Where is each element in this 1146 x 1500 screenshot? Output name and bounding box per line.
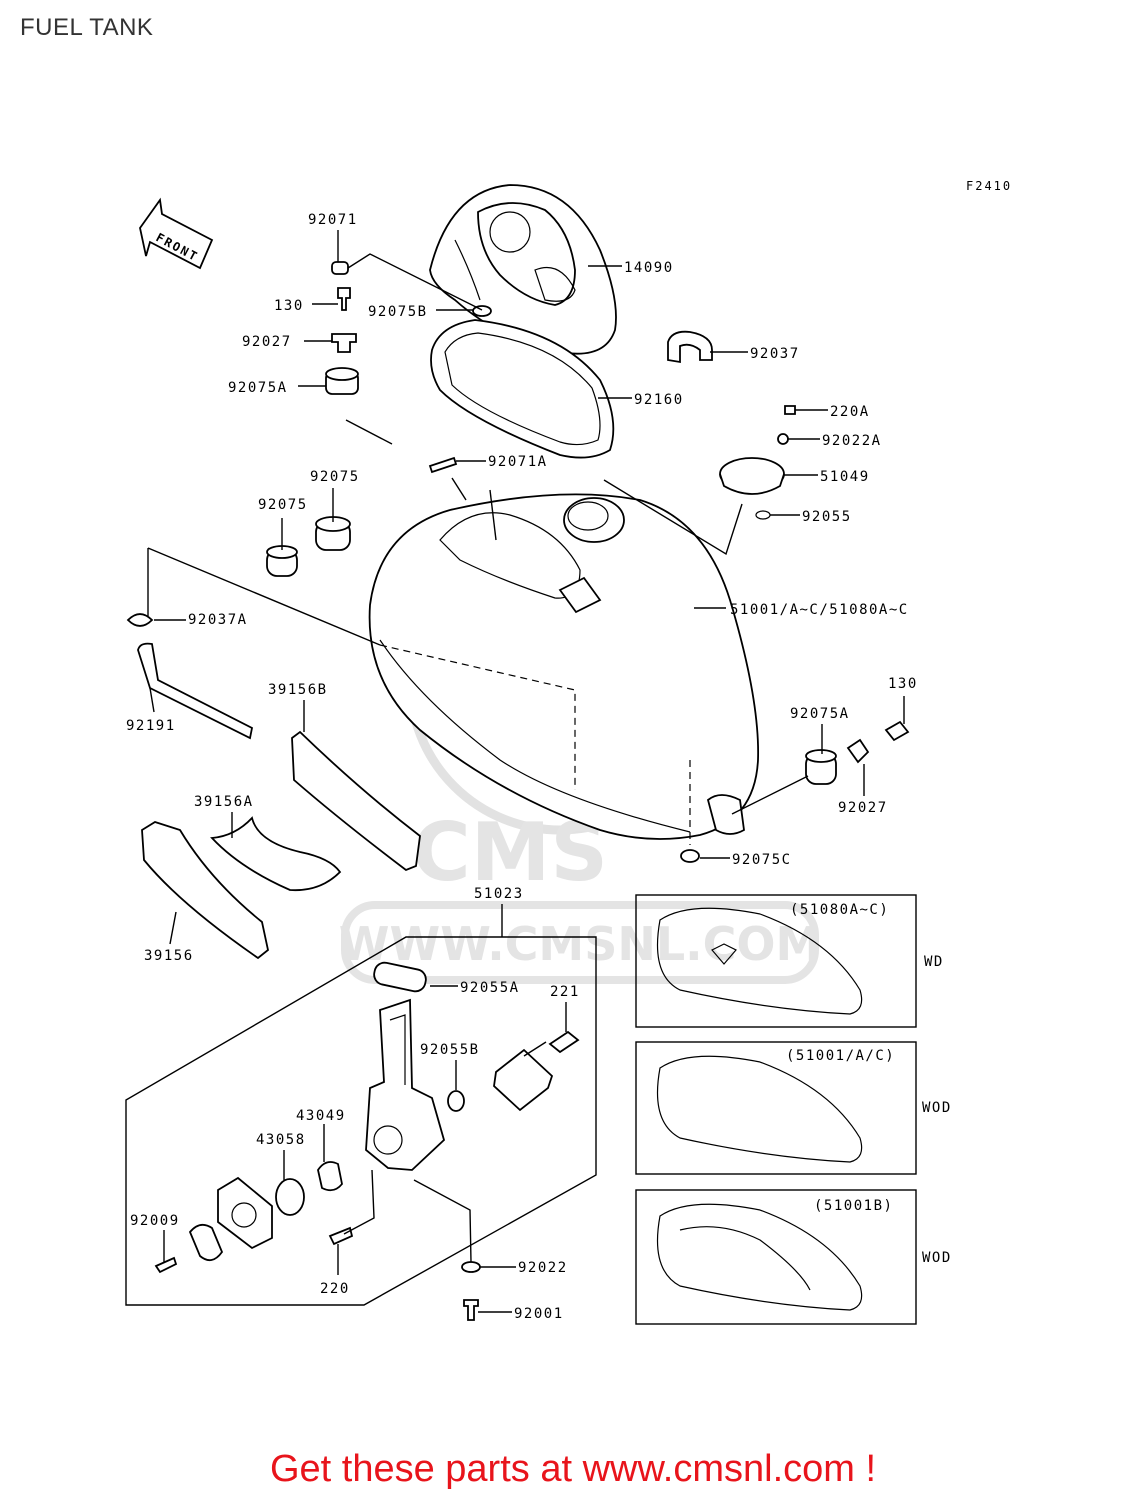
plate-part bbox=[217, 1176, 273, 1250]
fuel-tank-part bbox=[368, 493, 760, 840]
callout-221: 221 bbox=[550, 984, 580, 1000]
cock-cover-part bbox=[493, 1048, 554, 1112]
callout-labels: 92071 14090 130 92075B 92027 92037 92075… bbox=[126, 212, 918, 1322]
callout-39156B: 39156B bbox=[268, 682, 328, 698]
callout-92055: 92055 bbox=[802, 509, 852, 525]
oring-92055-part bbox=[755, 510, 771, 520]
figure-code: F2410 bbox=[966, 179, 1012, 193]
variant-box-2 bbox=[635, 1041, 917, 1175]
spring-92071A-part bbox=[428, 456, 458, 474]
side-cover-39156-part bbox=[141, 821, 269, 960]
callout-92071A: 92071A bbox=[488, 454, 548, 470]
callout-92027-top: 92027 bbox=[242, 334, 292, 350]
bolt-130-top-part bbox=[337, 287, 351, 311]
leader-lines bbox=[147, 230, 905, 1313]
callout-92075A-right: 92075A bbox=[790, 706, 850, 722]
callout-92022: 92022 bbox=[518, 1260, 568, 1276]
callout-92075C: 92075C bbox=[732, 852, 792, 868]
callout-92191: 92191 bbox=[126, 718, 176, 734]
variant-3-code: WOD bbox=[922, 1250, 952, 1266]
damper-92075C-part bbox=[680, 849, 700, 863]
diaphragm-43049-part bbox=[317, 1161, 343, 1192]
callout-39156: 39156 bbox=[144, 948, 194, 964]
oring-43058-part bbox=[275, 1178, 305, 1216]
callout-39156A: 39156A bbox=[194, 794, 254, 810]
cover-gasket-part bbox=[430, 319, 615, 459]
gasket-92055A-part bbox=[373, 961, 427, 993]
washer-92022-part bbox=[461, 1261, 481, 1273]
page-title: FUEL TANK bbox=[20, 14, 154, 41]
oring-92055B-part bbox=[447, 1090, 465, 1112]
callout-92055A: 92055A bbox=[460, 980, 520, 996]
callout-92075A-top: 92075A bbox=[228, 380, 288, 396]
front-arrow-icon: FRONT bbox=[139, 197, 214, 270]
bolt-92001-part bbox=[463, 1299, 479, 1321]
callout-92071: 92071 bbox=[308, 212, 358, 228]
variant-1-code: WD bbox=[924, 954, 944, 970]
callout-14090: 14090 bbox=[624, 260, 674, 276]
screw-221-part bbox=[548, 1030, 580, 1054]
pad-39156A-part bbox=[210, 816, 342, 892]
fuel-hose-92191-part bbox=[137, 642, 254, 740]
hose-clip-92037A-part bbox=[126, 613, 154, 627]
callout-92037: 92037 bbox=[750, 346, 800, 362]
screw-220-part bbox=[328, 1226, 354, 1246]
callout-92075-right-label: 92075 bbox=[310, 469, 360, 485]
callout-92037A: 92037A bbox=[188, 612, 248, 628]
callout-92027-right: 92027 bbox=[838, 800, 888, 816]
callout-130-right: 130 bbox=[888, 676, 918, 692]
callout-51049: 51049 bbox=[820, 469, 870, 485]
callout-130-top: 130 bbox=[274, 298, 304, 314]
assembly-box bbox=[125, 936, 597, 1306]
callout-92075B: 92075B bbox=[368, 304, 428, 320]
callout-92055B: 92055B bbox=[420, 1042, 480, 1058]
damper-92075A-right-part bbox=[805, 749, 837, 785]
grommet-92071-part bbox=[331, 261, 349, 275]
variant-2-range: (51001/A/C) bbox=[786, 1048, 895, 1064]
damper-92075A-top-part bbox=[325, 367, 359, 395]
washer-92022A-part bbox=[777, 433, 789, 445]
callout-43049: 43049 bbox=[296, 1108, 346, 1124]
callout-92009: 92009 bbox=[130, 1213, 180, 1229]
variant-3-range: (51001B) bbox=[814, 1198, 893, 1214]
variant-labels: (51080A~C) WD (51001/A/C) WOD (51001B) W… bbox=[786, 902, 952, 1266]
footer-link[interactable]: Get these parts at www.cmsnl.com ! bbox=[269, 1448, 877, 1490]
variant-2-code: WOD bbox=[922, 1100, 952, 1116]
watermark-url-text: WWW.CMSNL.COM bbox=[339, 917, 822, 971]
parts-diagram: CMS WWW.CMSNL.COM FRONT F2410 bbox=[125, 179, 1012, 1325]
screw-220A-part bbox=[784, 405, 796, 415]
callout-51001: 51001/A~C/51080A~C bbox=[730, 602, 909, 618]
screw-92009-part bbox=[154, 1256, 178, 1274]
callout-92022A: 92022A bbox=[822, 433, 882, 449]
bolt-130-right-part bbox=[884, 720, 910, 742]
callout-220A: 220A bbox=[830, 404, 870, 420]
callout-92075-left-label: 92075 bbox=[258, 497, 308, 513]
side-cover-39156B-part bbox=[291, 730, 421, 872]
fuel-cap-part bbox=[719, 457, 785, 495]
collar-92027-top-part bbox=[331, 333, 357, 353]
variant-1-range: (51080A~C) bbox=[790, 902, 889, 918]
callout-220: 220 bbox=[320, 1281, 350, 1297]
callout-92001: 92001 bbox=[514, 1306, 564, 1322]
variant-box-3 bbox=[635, 1189, 917, 1325]
damper-92075-left-part bbox=[266, 545, 298, 577]
callout-92160: 92160 bbox=[634, 392, 684, 408]
collar-92027-right-part bbox=[846, 738, 870, 764]
lever-part bbox=[188, 1223, 224, 1262]
clamp-92037-part bbox=[667, 330, 713, 364]
variant-box-1 bbox=[635, 894, 917, 1028]
callout-51023: 51023 bbox=[474, 886, 524, 902]
callout-43058: 43058 bbox=[256, 1132, 306, 1148]
